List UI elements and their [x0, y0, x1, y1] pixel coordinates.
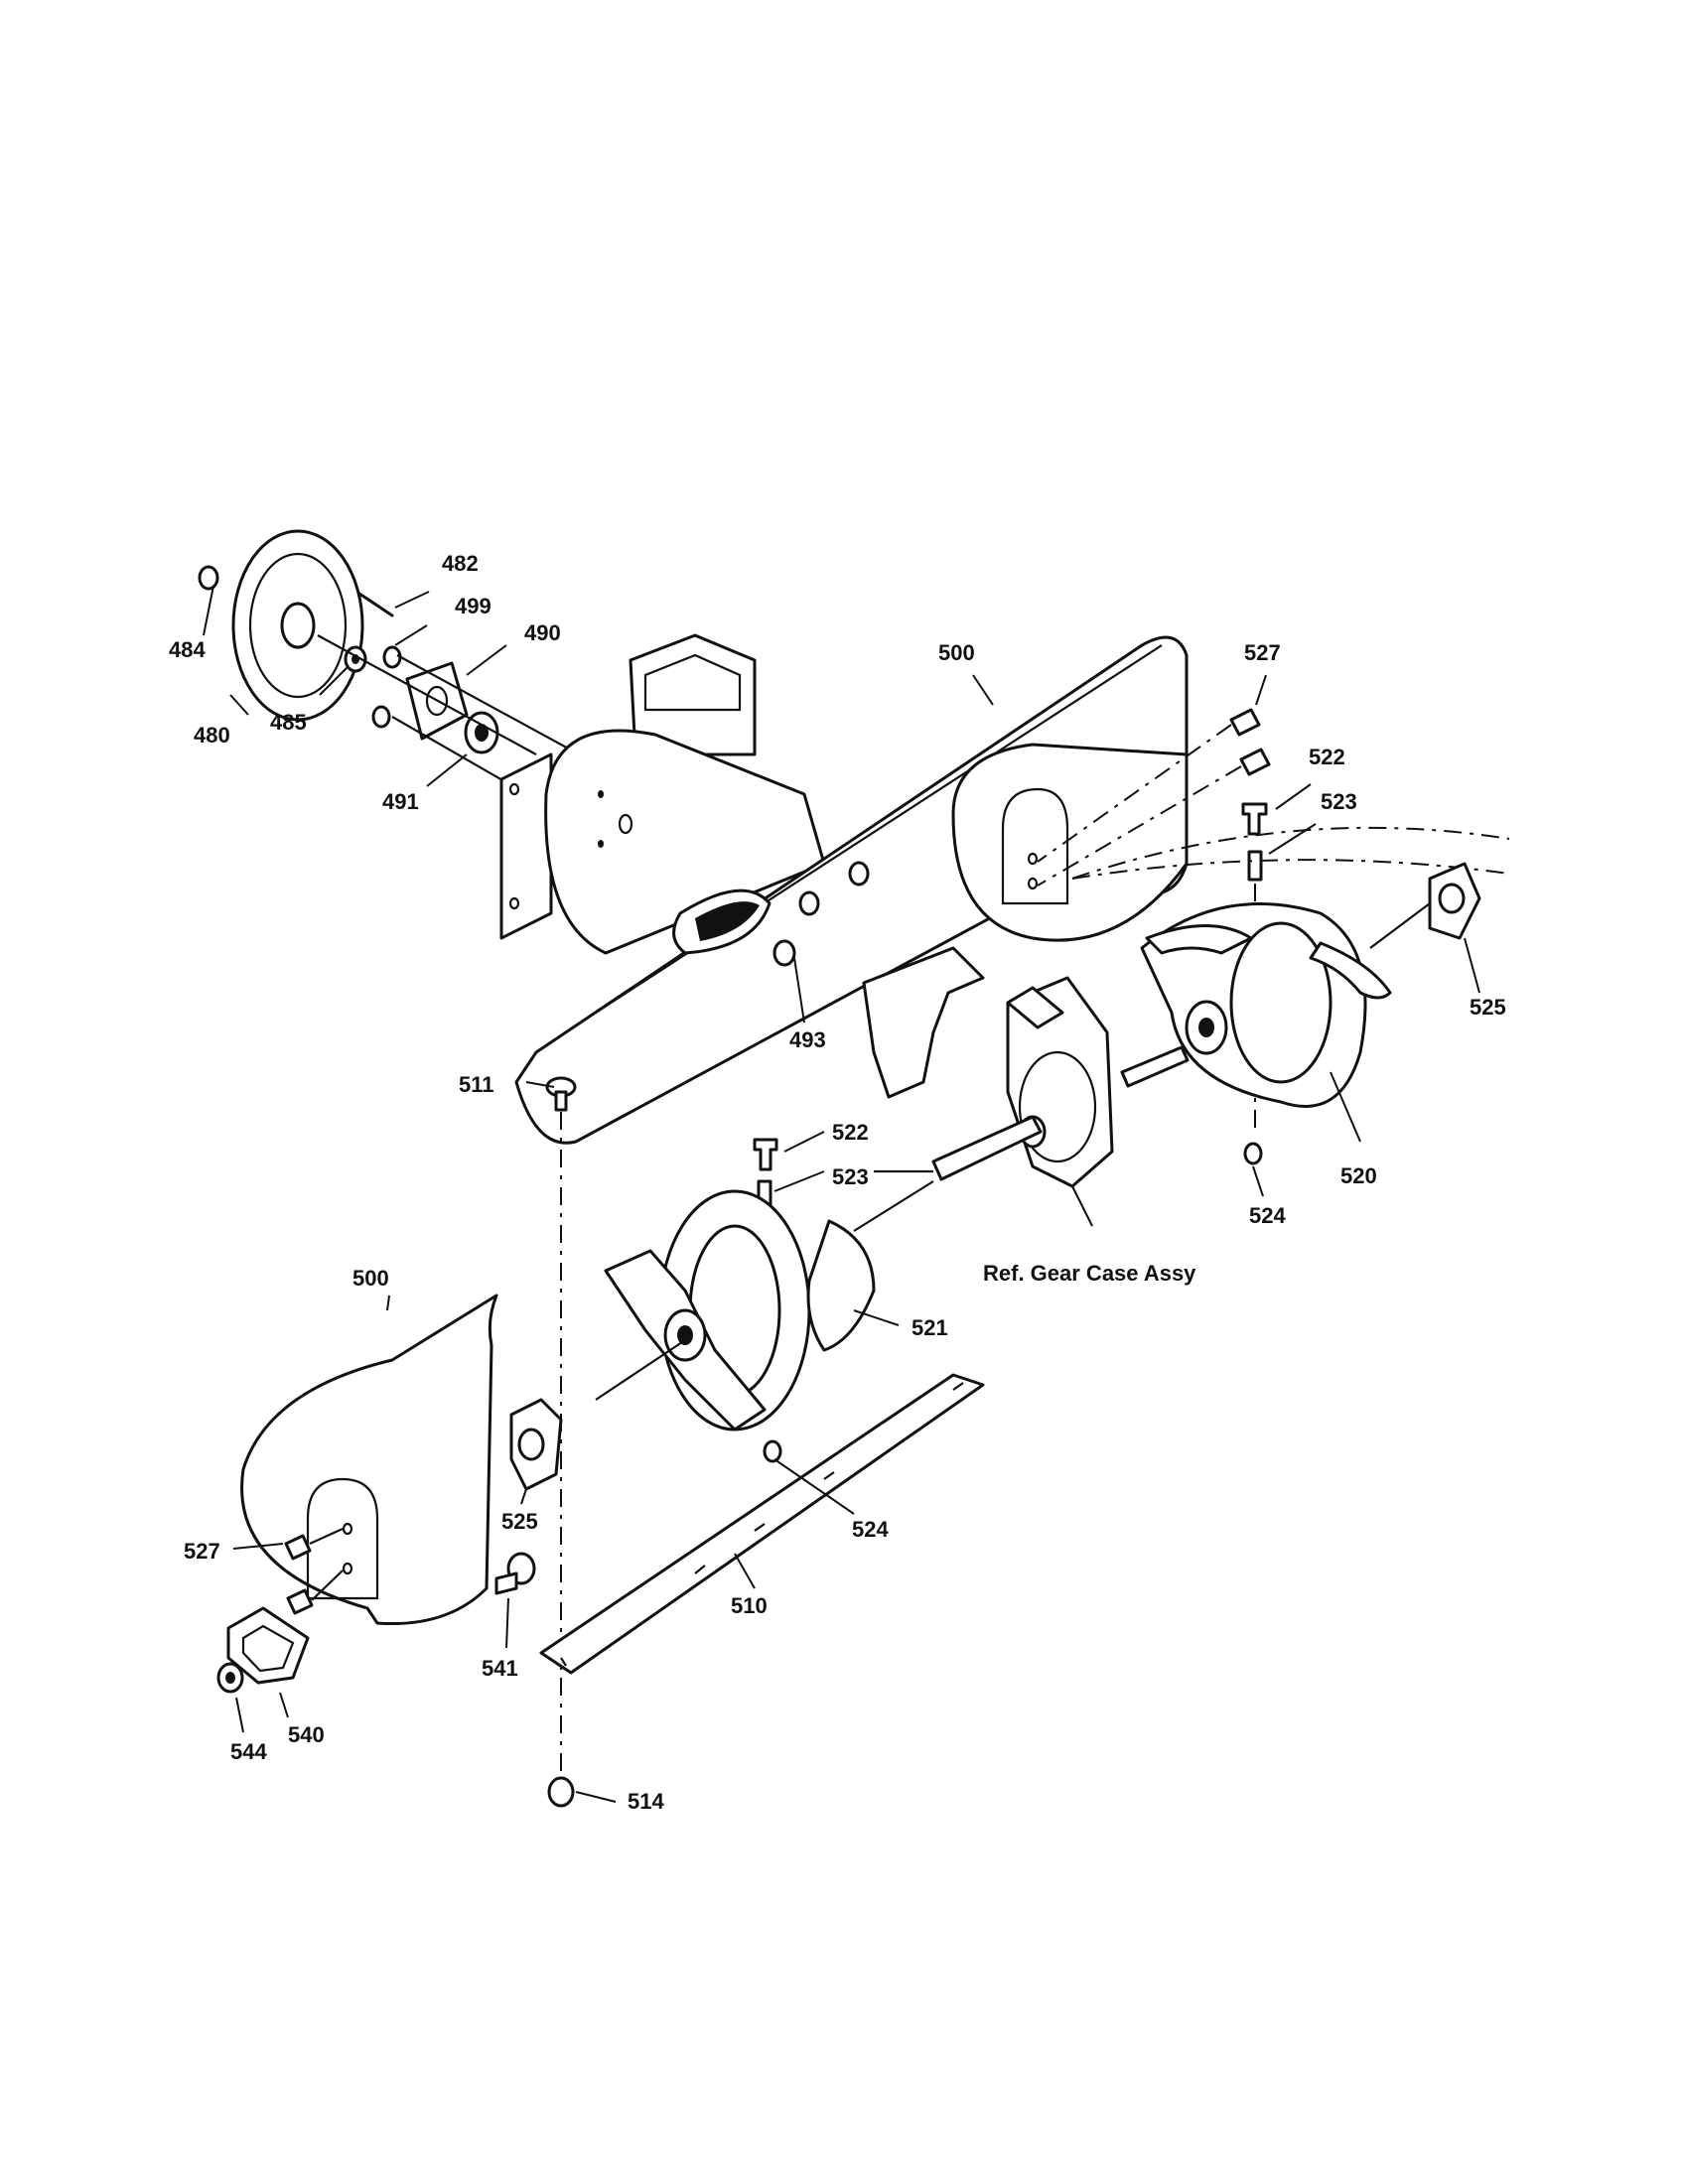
callout-527-right: 527	[1244, 640, 1281, 665]
callout-522-right: 522	[1309, 745, 1345, 769]
callout-524-center: 524	[852, 1517, 889, 1542]
pulley-480	[231, 529, 364, 722]
bearing-525-bottom	[509, 1398, 563, 1491]
callout-482: 482	[442, 551, 479, 576]
auger-housing-500-bottom	[240, 1294, 498, 1626]
auger-521	[604, 1189, 876, 1432]
gear-case-assy	[1006, 976, 1114, 1188]
callout-523-right: 523	[1321, 789, 1357, 814]
callout-484: 484	[169, 637, 206, 662]
callout-522-center: 522	[832, 1120, 869, 1145]
callout-485: 485	[270, 710, 307, 735]
auger-520	[1140, 902, 1392, 1108]
auger-housing-500-top	[499, 633, 1189, 1145]
shear-bolt-522-right	[1241, 802, 1268, 836]
impeller-bracket	[862, 946, 985, 1099]
bearing-525-right	[1428, 862, 1481, 940]
callout-525-right: 525	[1470, 995, 1506, 1020]
bolt-499	[371, 645, 402, 729]
callout-525-bottom: 525	[501, 1509, 538, 1534]
callout-510: 510	[731, 1593, 768, 1618]
callout-499: 499	[455, 594, 491, 618]
callout-480: 480	[194, 723, 230, 748]
callout-521: 521	[912, 1315, 948, 1340]
callout-511: 511	[459, 1072, 494, 1097]
spacer-523-right	[1247, 850, 1263, 882]
skid-540	[226, 1606, 310, 1685]
callout-544: 544	[230, 1739, 267, 1764]
bolt-484	[198, 565, 219, 591]
callout-490: 490	[524, 620, 561, 645]
bolt-527-right	[1229, 708, 1271, 776]
nut-514	[547, 1776, 575, 1808]
callout-500-bottom: 500	[352, 1266, 389, 1291]
callout-labels: 484 480 485 482 499 490 491 500 527 522 …	[169, 551, 1506, 1814]
leader-lines	[203, 585, 1480, 1803]
callout-527-bottom: 527	[184, 1539, 220, 1564]
carriage-bolt-511	[545, 1076, 577, 1112]
callout-523-center: 523	[832, 1164, 869, 1189]
callout-524-right: 524	[1249, 1203, 1286, 1228]
gear-case-note: Ref. Gear Case Assy	[983, 1261, 1196, 1286]
callout-491: 491	[382, 789, 419, 814]
bolt-527-bottom	[284, 1534, 314, 1615]
bearing-491	[464, 711, 499, 754]
nut-544	[216, 1662, 244, 1694]
nut-524-right	[1243, 1142, 1263, 1165]
callout-493: 493	[789, 1027, 826, 1052]
bolt-493	[772, 861, 870, 967]
callout-540: 540	[288, 1722, 325, 1747]
shave-plate-510	[539, 1373, 985, 1675]
callout-500-top: 500	[938, 640, 975, 665]
key-482	[357, 592, 394, 617]
bolt-541	[494, 1552, 536, 1595]
callout-520: 520	[1340, 1163, 1377, 1188]
callout-514: 514	[628, 1789, 664, 1814]
shear-bolt-522-center	[753, 1138, 778, 1171]
nut-524-center	[763, 1439, 782, 1463]
callout-541: 541	[482, 1656, 518, 1681]
